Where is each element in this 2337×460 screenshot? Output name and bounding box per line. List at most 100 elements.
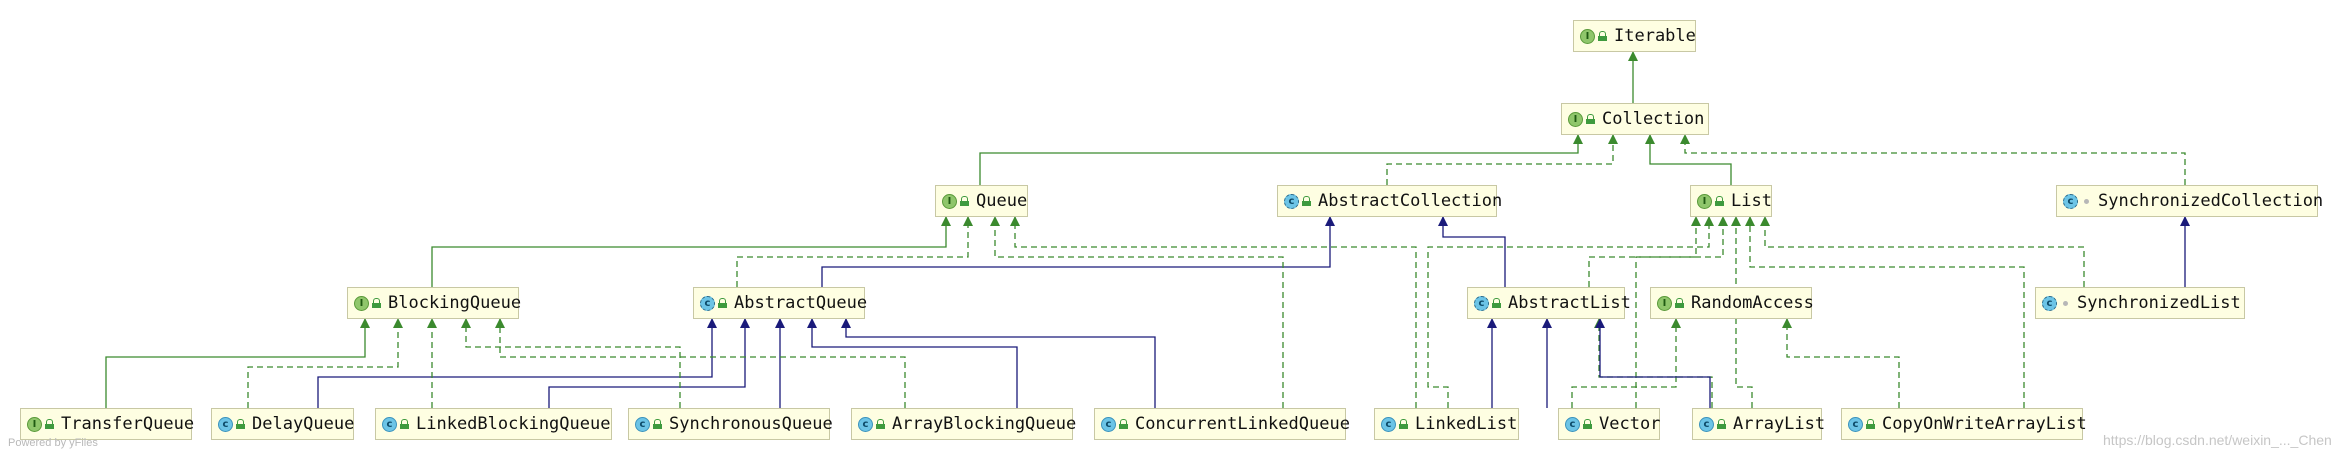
node-label: TransferQueue <box>61 414 195 434</box>
public-lock-icon <box>1717 419 1726 429</box>
edge-linkedblockingqueue-to-abstractqueue <box>548 318 750 408</box>
edge-abstractlist-to-list <box>1588 216 1701 287</box>
public-lock-icon <box>1492 298 1501 308</box>
node-concurrentlinkedqueue[interactable]: c ConcurrentLinkedQueue <box>1094 408 1350 440</box>
edge-arrayblockingqueue-to-blockingqueue <box>495 318 906 408</box>
class-icon: c <box>858 416 873 432</box>
node-list[interactable]: I List <box>1690 185 1772 217</box>
class-icon: c <box>1101 416 1116 432</box>
node-label: AbstractList <box>1508 293 1631 313</box>
public-lock-icon <box>1675 298 1684 308</box>
class-icon: c <box>1848 416 1863 432</box>
node-label: RandomAccess <box>1691 293 1814 313</box>
public-lock-icon <box>1302 196 1311 206</box>
class-icon: c <box>2042 295 2057 311</box>
class-icon: c <box>1565 416 1580 432</box>
public-lock-icon <box>1119 419 1128 429</box>
public-lock-icon <box>236 419 245 429</box>
node-label: ConcurrentLinkedQueue <box>1135 414 1350 434</box>
public-lock-icon <box>1715 196 1724 206</box>
public-lock-icon <box>400 419 409 429</box>
node-linkedblockingqueue[interactable]: c LinkedBlockingQueue <box>375 408 612 440</box>
node-label: ArrayList <box>1733 414 1826 434</box>
edge-queue-to-collection <box>979 134 1583 185</box>
node-label: SynchronizedList <box>2077 293 2241 313</box>
edge-delayqueue-to-abstractqueue <box>317 318 717 408</box>
node-iterable[interactable]: I Iterable <box>1573 20 1696 52</box>
edge-list-to-collection <box>1645 134 1732 185</box>
node-label: Queue <box>976 191 1028 211</box>
public-lock-icon <box>960 196 969 206</box>
node-blockingqueue[interactable]: I BlockingQueue <box>347 287 522 319</box>
public-lock-icon <box>1583 419 1592 429</box>
node-label: CopyOnWriteArrayList <box>1882 414 2087 434</box>
edge-vector-to-randomaccess <box>1571 318 1681 408</box>
package-private-icon <box>2084 198 2089 204</box>
public-lock-icon <box>1586 114 1595 124</box>
public-lock-icon <box>1399 419 1408 429</box>
public-lock-icon <box>718 298 727 308</box>
node-arraylist[interactable]: c ArrayList <box>1692 408 1826 440</box>
node-copyonwritearraylist[interactable]: c CopyOnWriteArrayList <box>1841 408 2087 440</box>
edge-abstractqueue-to-abstractcollection <box>821 216 1335 287</box>
interface-icon: I <box>354 295 369 311</box>
public-lock-icon <box>1598 31 1607 41</box>
node-queue[interactable]: I Queue <box>935 185 1028 217</box>
edge-synchronizedcollection-to-collection <box>1680 134 2186 185</box>
class-icon: c <box>1474 295 1489 311</box>
node-label: LinkedBlockingQueue <box>416 414 611 434</box>
node-label: SynchronousQueue <box>669 414 833 434</box>
class-icon: c <box>1284 193 1299 209</box>
class-icon: c <box>700 295 715 311</box>
node-label: ArrayBlockingQueue <box>892 414 1077 434</box>
edges-layer <box>105 51 2190 408</box>
node-label: DelayQueue <box>252 414 355 434</box>
node-synchronizedlist[interactable]: c SynchronizedList <box>2035 287 2245 319</box>
class-icon: c <box>382 416 397 432</box>
class-icon: c <box>1699 416 1714 432</box>
public-lock-icon <box>372 298 381 308</box>
source-watermark: https://blog.csdn.net/weixin_..._Chen <box>2103 432 2332 448</box>
powered-by-label: Powered by yFiles <box>8 437 98 449</box>
interface-icon: I <box>1657 295 1672 311</box>
public-lock-icon <box>653 419 662 429</box>
edge-copyonwritearraylist-to-list <box>1745 216 2025 408</box>
interface-icon: I <box>1697 193 1712 209</box>
node-abstractlist[interactable]: c AbstractList <box>1467 287 1631 319</box>
node-arrayblockingqueue[interactable]: c ArrayBlockingQueue <box>851 408 1077 440</box>
node-label: AbstractCollection <box>1318 191 1503 211</box>
node-label: Vector <box>1599 414 1661 434</box>
node-label: Collection <box>1602 109 1705 129</box>
edge-arrayblockingqueue-to-abstractqueue <box>807 318 1018 408</box>
edge-delayqueue-to-blockingqueue <box>247 318 403 408</box>
edge-abstractqueue-to-queue <box>736 216 973 287</box>
edge-copyonwritearraylist-to-randomaccess <box>1782 318 1900 408</box>
node-label: List <box>1731 191 1772 211</box>
node-vector[interactable]: c Vector <box>1558 408 1660 440</box>
node-abstractcollection[interactable]: c AbstractCollection <box>1277 185 1502 217</box>
interface-icon: I <box>1580 28 1595 44</box>
node-label: BlockingQueue <box>388 293 522 313</box>
node-collection[interactable]: I Collection <box>1561 103 1709 135</box>
interface-icon: I <box>1568 111 1583 127</box>
node-label: Iterable <box>1614 26 1696 46</box>
class-icon: c <box>218 416 233 432</box>
node-delayqueue[interactable]: c DelayQueue <box>211 408 354 440</box>
edge-synchronizedlist-to-list <box>1760 216 2085 287</box>
class-icon: c <box>635 416 650 432</box>
edge-transferqueue-to-blockingqueue <box>105 318 370 408</box>
edge-concurrentlinkedqueue-to-queue <box>990 216 1284 408</box>
node-synchronousqueue[interactable]: c SynchronousQueue <box>628 408 833 440</box>
interface-icon: I <box>942 193 957 209</box>
class-icon: c <box>2063 193 2078 209</box>
public-lock-icon <box>876 419 885 429</box>
edge-arraylist-to-list <box>1731 216 1753 408</box>
node-label: LinkedList <box>1415 414 1518 434</box>
node-randomaccess[interactable]: I RandomAccess <box>1650 287 1814 319</box>
edge-abstractcollection-to-collection <box>1386 134 1618 185</box>
